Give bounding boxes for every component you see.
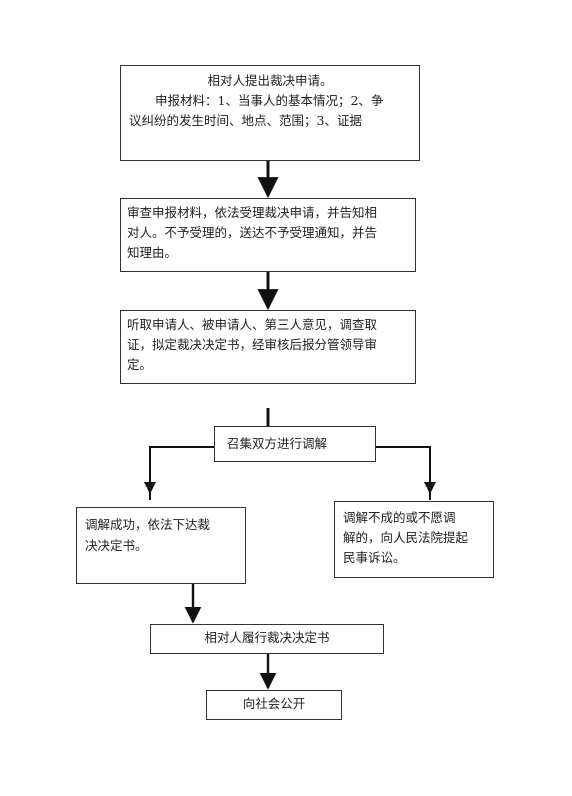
arrowhead-left [144,482,156,494]
step-fulfill-decision-box: 相对人履行裁决决定书 [150,624,384,654]
step3-line3: 定。 [127,357,153,372]
branch-left-line1: 调解成功，依法下达裁 [85,517,211,532]
step3-line1: 听取申请人、被申请人、第三人意见，调查取 [127,317,378,332]
branch-mediation-failed-box: 调解不成的或不愿调 解的，向人民法院提起 民事诉讼。 [334,501,494,578]
branch-mediation-success-box: 调解成功，依法下达裁 决决定书。 [76,507,246,584]
step-mediation-box: 召集双方进行调解 [214,426,376,462]
step2-line2: 对人。不予受理的，送达不予受理通知，并告 [127,225,378,240]
step6-text: 向社会公开 [242,696,306,711]
step-review-materials-box: 审查申报材料，依法受理裁决申请，并告知相 对人。不予受理的，送达不予受理通知，并… [120,198,416,272]
step-submit-application-box: 相对人提出裁决申请。 申报材料：1、当事人的基本情况；2、争 议纠纷的发生时间、… [120,65,420,161]
branch-right-line1: 调解不成的或不愿调 [343,510,456,525]
step1-title: 相对人提出裁决申请。 [207,73,333,88]
step5-text: 相对人履行裁决决定书 [204,630,330,645]
step4-text: 召集双方进行调解 [227,436,328,451]
step1-line2: 申报材料：1、当事人的基本情况；2、争 [155,93,384,108]
step1-line3: 议纠纷的发生时间、地点、范围；3、证据 [129,113,362,128]
step-public-disclosure-box: 向社会公开 [206,690,342,720]
branch-right-line3: 民事诉讼。 [343,550,406,565]
branch-left-line2: 决决定书。 [85,538,148,553]
arrowhead-right [424,482,436,494]
step-hear-opinions-box: 听取申请人、被申请人、第三人意见，调查取 证，拟定裁决决定书，经审核后报分管领导… [120,310,416,384]
arrow-step4-to-branch-right [376,446,431,500]
arrow-step4-to-branch-left [149,446,214,500]
step2-line3: 知理由。 [127,245,178,260]
step2-line1: 审查申报材料，依法受理裁决申请，并告知相 [127,205,378,220]
branch-right-line2: 解的，向人民法院提起 [343,530,469,545]
step3-line2: 证，拟定裁决决定书，经审核后报分管领导审 [127,337,378,352]
